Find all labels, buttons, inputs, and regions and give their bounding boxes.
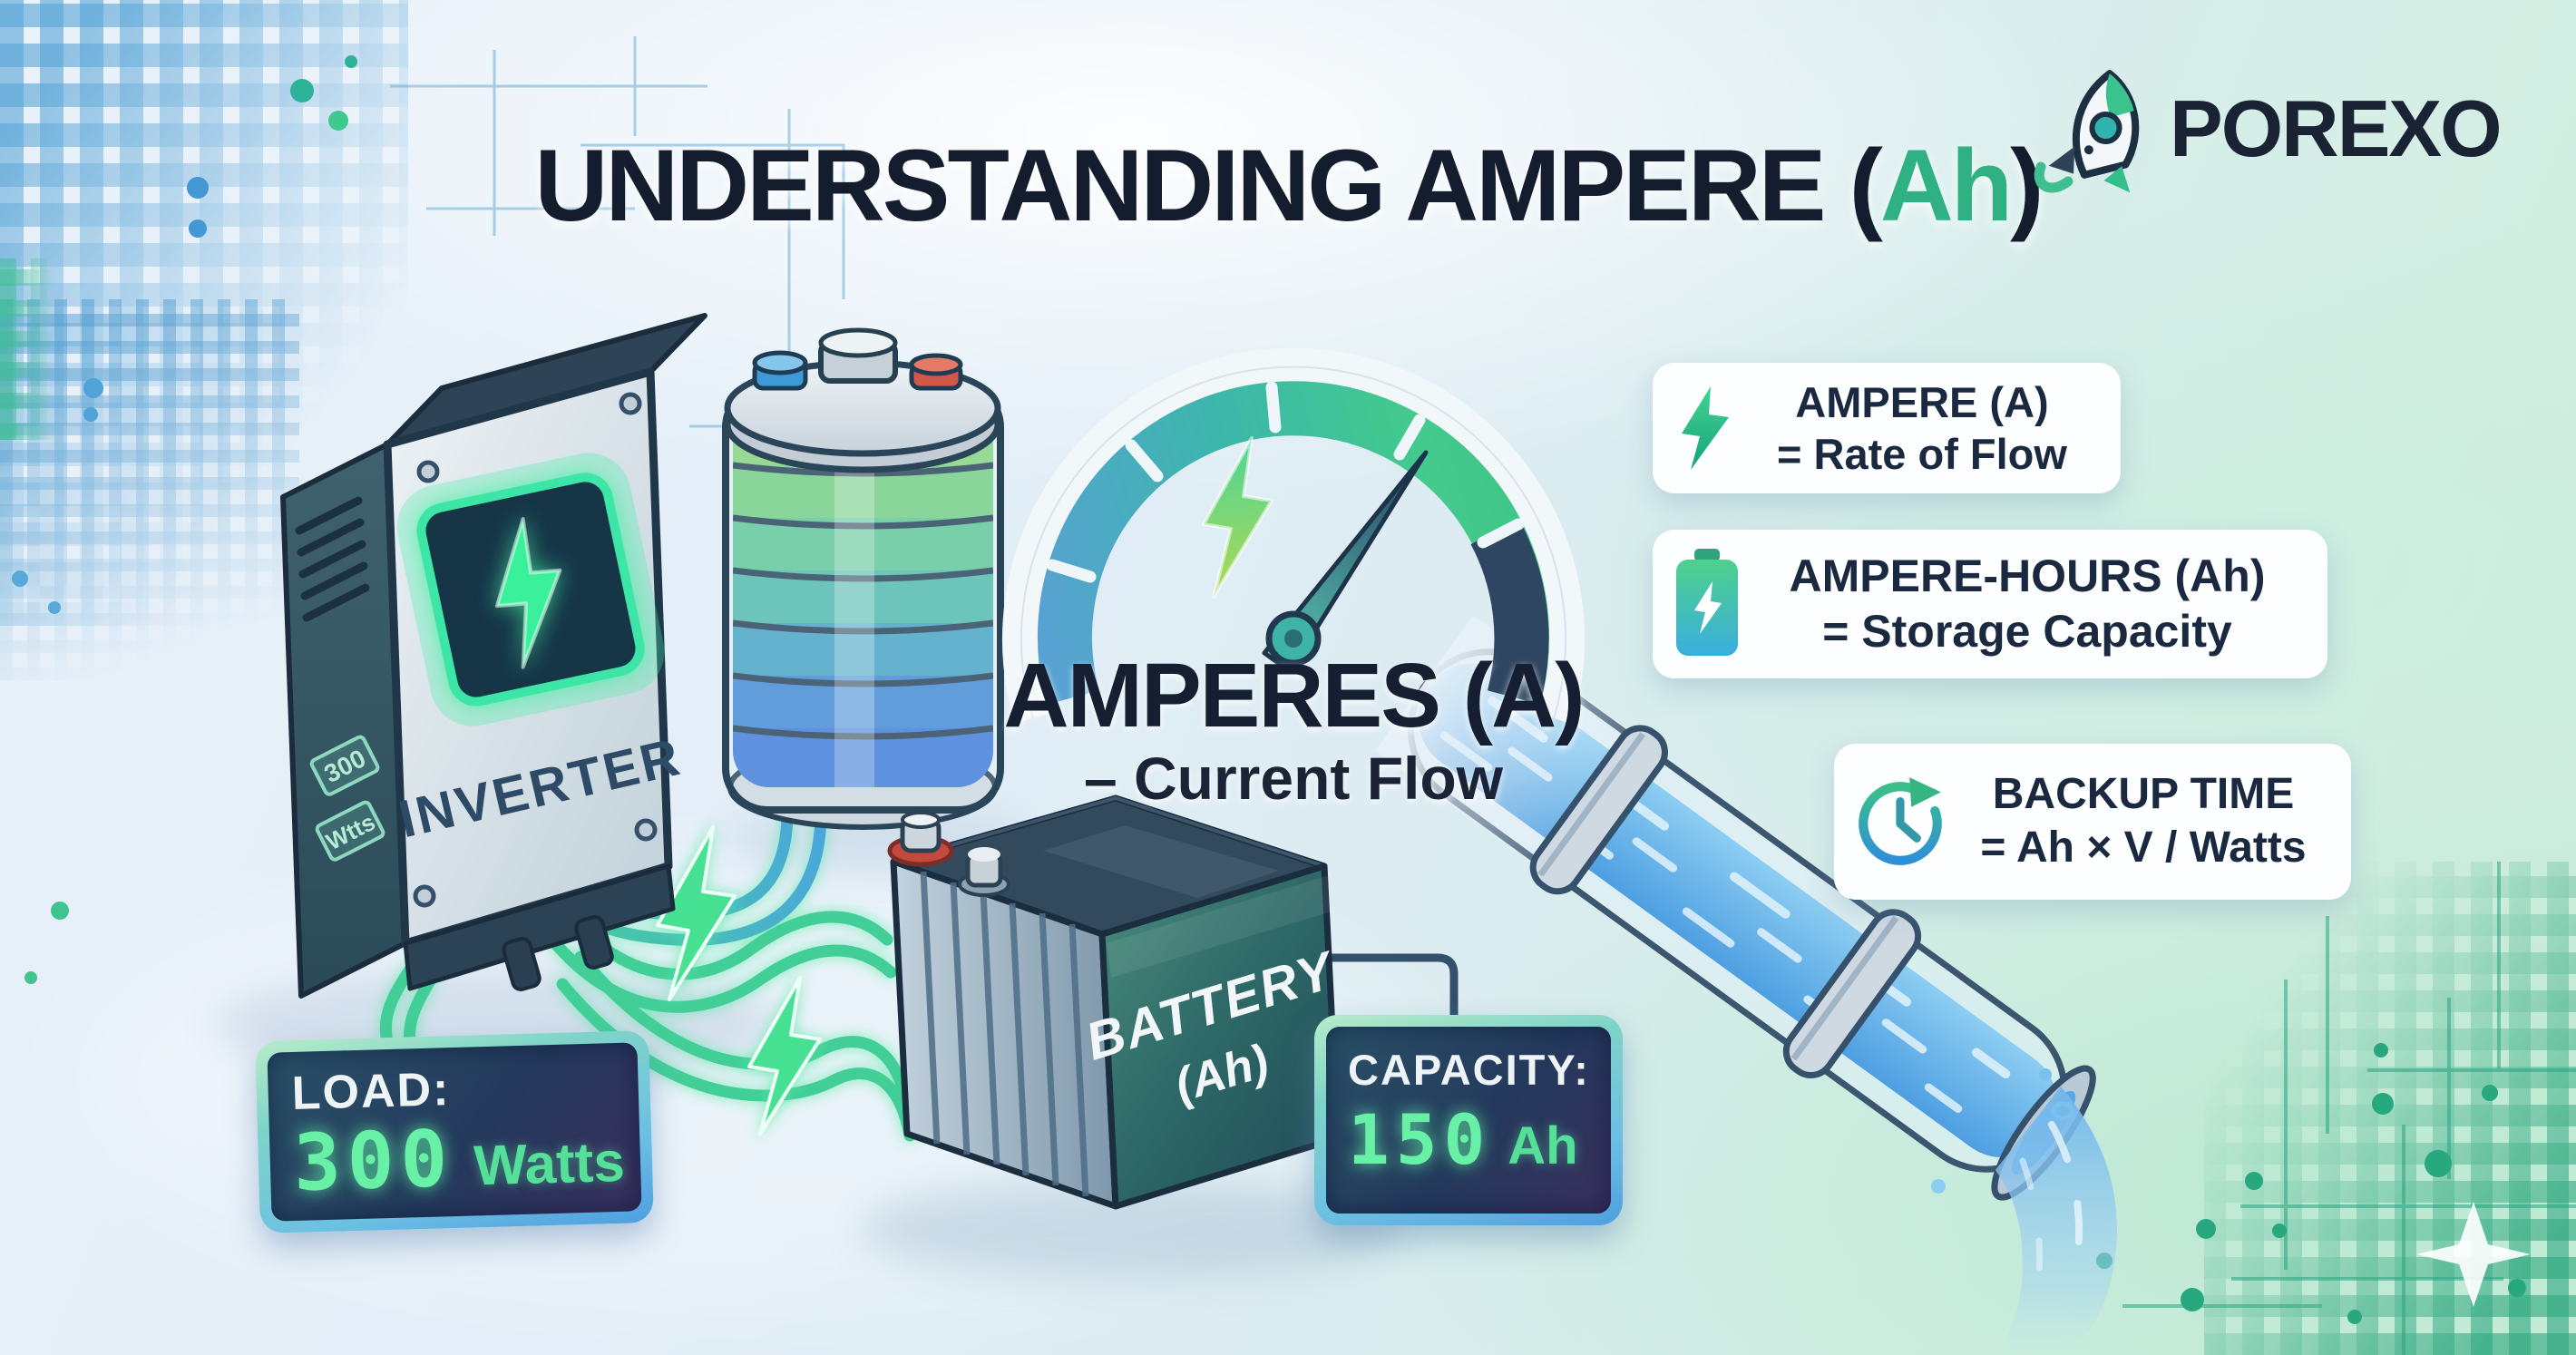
energy-bolt-icon	[656, 825, 737, 1001]
load-unit: Watts	[473, 1130, 626, 1198]
gauge-subtitle: – Current Flow	[1083, 745, 1504, 812]
card-ampere: AMPERE (A) = Rate of Flow	[1653, 363, 2121, 493]
capacity-display: CAPACITY: 150 Ah	[1314, 1015, 1623, 1225]
wire-inverter-to-battery	[551, 896, 893, 980]
capacity-unit: Ah	[1508, 1116, 1578, 1175]
battery-ribs	[920, 871, 1089, 1197]
cell-terminal-red	[909, 353, 963, 391]
cell-terminal-blue	[752, 350, 808, 391]
cell-terminal-center	[818, 327, 898, 384]
battery-cell-illustration	[722, 327, 1004, 830]
gauge-lightning-bolt-icon	[1202, 436, 1273, 599]
battery-top-recess	[1043, 825, 1279, 898]
card-backup-time-line1: BACKUP TIME	[1992, 770, 2295, 819]
backup-clock-icon	[1859, 777, 1942, 865]
load-label: LOAD:	[290, 1063, 452, 1120]
water-droplets	[1931, 1068, 2074, 1194]
ampere-gauge	[1002, 347, 1585, 725]
water-pipe-illustration	[1375, 615, 2117, 1355]
inverter-illustration: 300 Wtts INVERTER	[280, 313, 707, 999]
battery-icon	[1676, 549, 1738, 656]
page-title: UNDERSTANDING AMPERE (Ah)	[263, 127, 2313, 244]
card-backup-time-line2: = Ah × V / Watts	[1980, 824, 2307, 872]
capacity-label: CAPACITY:	[1348, 1046, 1590, 1094]
gauge-title: AMPERES (A)	[1003, 645, 1585, 746]
card-ampere-line1: AMPERE (A)	[1795, 377, 2049, 426]
battery-ah-illustration: BATTERY (Ah)	[887, 794, 1344, 1210]
energy-bolt-icon	[747, 976, 822, 1136]
gauge-ring-edge	[1020, 366, 1566, 719]
gauge-dark-segment	[1470, 518, 1549, 705]
inverter-screen	[396, 453, 665, 726]
card-ampere-hours-line2: = Storage Capacity	[1822, 606, 2232, 657]
lightning-bolt-icon	[1682, 386, 1729, 470]
card-ampere-hours: AMPERE-HOURS (Ah) = Storage Capacity	[1653, 530, 2327, 678]
rocket-icon	[2034, 70, 2140, 193]
title-prefix: UNDERSTANDING AMPERE (	[534, 129, 1883, 242]
inverter-screws	[413, 392, 658, 908]
inverter-bottom-strip	[403, 863, 676, 991]
card-backup-time: BACKUP TIME = Ah × V / Watts	[1834, 744, 2351, 900]
load-display: LOAD: 300 Watts	[255, 1029, 654, 1234]
pouring-water	[1995, 1087, 2117, 1355]
battery-terminal-red	[887, 811, 954, 867]
capacity-value: 150	[1348, 1099, 1492, 1180]
battery-terminal	[958, 847, 1010, 897]
load-value: 300	[292, 1114, 455, 1209]
brand-logo: POREXO	[2025, 60, 2503, 198]
screen-bolt-icon	[494, 517, 562, 669]
brand-name: POREXO	[2170, 83, 2503, 173]
title-highlight: Ah	[1879, 129, 2013, 242]
card-ampere-hours-line1: AMPERE-HOURS (Ah)	[1789, 551, 2266, 601]
inverter-prongs	[502, 915, 614, 991]
gauge-hub-center	[1284, 629, 1303, 648]
capacity-connector-wire	[1312, 953, 1459, 1034]
pipe-coupler	[1529, 725, 1668, 895]
card-ampere-line2: = Rate of Flow	[1777, 430, 2067, 478]
pipe-coupler	[1782, 909, 1922, 1079]
gauge-ticks	[1046, 381, 1525, 583]
